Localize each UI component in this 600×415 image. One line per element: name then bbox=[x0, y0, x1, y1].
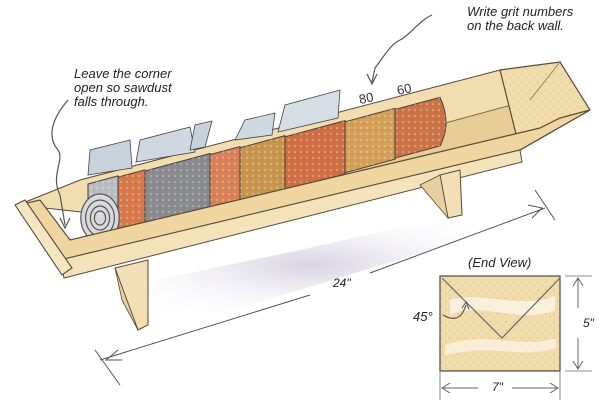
arrowhead-back-wall bbox=[366, 73, 378, 86]
grit-label-80: 80 bbox=[358, 89, 375, 107]
tear-strip bbox=[277, 89, 341, 133]
angle-label: 45° bbox=[413, 309, 433, 324]
arrowhead-corner bbox=[59, 217, 71, 230]
end-view bbox=[439, 275, 592, 400]
height-label: 5" bbox=[583, 316, 594, 330]
red-grit-roll-texture bbox=[118, 169, 151, 240]
length-label: 24" bbox=[333, 276, 351, 290]
end-view-block bbox=[439, 275, 561, 372]
roll-end-spiral bbox=[93, 210, 107, 226]
annotation-corner: Leave the corner open so sawdust falls t… bbox=[74, 66, 172, 109]
annotation-back-wall: Write grit numbers on the back wall. bbox=[467, 4, 574, 33]
tear-strip bbox=[87, 139, 133, 176]
tear-strips bbox=[87, 89, 341, 176]
roll-end-spiral bbox=[89, 205, 111, 231]
tear-strip bbox=[189, 120, 213, 151]
red-grit-roll-2-texture bbox=[285, 120, 351, 191]
width-label: 7" bbox=[492, 380, 503, 394]
v-groove bbox=[441, 277, 561, 339]
tear-strip bbox=[234, 112, 276, 141]
tan-grit-roll-2-texture bbox=[345, 108, 401, 173]
tear-strip bbox=[135, 126, 196, 163]
trough-left-end bbox=[14, 199, 73, 276]
tan-grit-roll-texture bbox=[240, 135, 291, 204]
angle-arc bbox=[442, 304, 467, 319]
length-dimension bbox=[94, 189, 556, 386]
leader-arrow-back-wall bbox=[371, 14, 433, 83]
end-view-title: (End View) bbox=[468, 255, 532, 270]
red-grit-roll-3-texture bbox=[395, 97, 446, 159]
grit-label-60: 60 bbox=[396, 80, 413, 98]
leader-arrow-corner bbox=[51, 99, 69, 226]
orange-band-roll-texture bbox=[210, 146, 246, 213]
trough-shadow bbox=[60, 200, 560, 330]
right-leg-side bbox=[419, 174, 449, 220]
left-leg-side bbox=[114, 267, 139, 331]
